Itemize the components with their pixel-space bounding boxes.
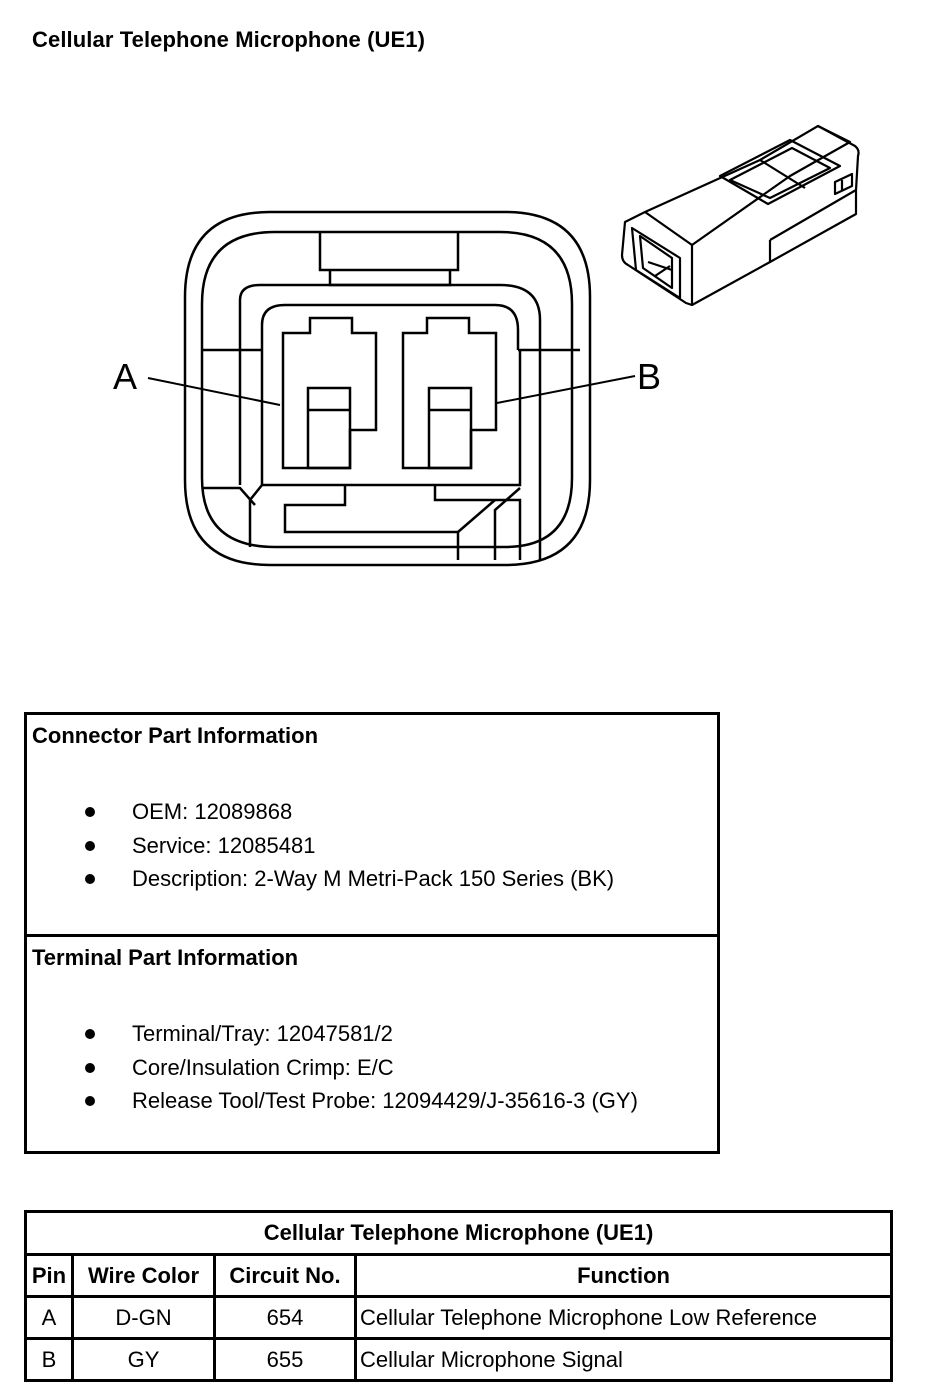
bullet-icon — [85, 840, 95, 851]
connector-isometric-illustration — [620, 124, 860, 307]
wire-color-cell: D-GN — [71, 1295, 216, 1340]
connector-part-list: OEM: 12089868 Service: 12085481 Descript… — [27, 795, 614, 896]
circuit-no-cell: 655 — [213, 1337, 357, 1382]
table-row: B GY 655 Cellular Microphone Signal — [24, 1337, 894, 1382]
table-row: A D-GN 654 Cellular Telephone Microphone… — [24, 1295, 894, 1340]
connector-part-info: Connector Part Information OEM: 12089868… — [27, 715, 717, 934]
list-item: Terminal/Tray: 12047581/2 — [27, 1017, 638, 1051]
pin-b-label: B — [637, 356, 661, 397]
list-item: Release Tool/Test Probe: 12094429/J-3561… — [27, 1084, 638, 1118]
column-header-pin: Pin — [24, 1253, 74, 1298]
function-cell: Cellular Telephone Microphone Low Refere… — [353, 1295, 894, 1340]
circuit-no-cell: 654 — [213, 1295, 357, 1340]
bullet-icon — [85, 807, 95, 817]
terminal-part-info: Terminal Part Information Terminal/Tray:… — [27, 934, 717, 1154]
connector-face-diagram: A B — [113, 210, 661, 567]
terminal-part-info-heading: Terminal Part Information — [32, 945, 299, 970]
part-info-box: Connector Part Information OEM: 12089868… — [24, 712, 720, 1154]
bullet-icon — [85, 1096, 95, 1106]
column-header-wire-color: Wire Color — [71, 1253, 216, 1298]
list-item: OEM: 12089868 — [27, 795, 614, 829]
pin-table: Cellular Telephone Microphone (UE1) Pin … — [23, 1210, 894, 1382]
page-title: Cellular Telephone Microphone (UE1) — [32, 27, 426, 52]
connector-part-info-heading: Connector Part Information — [32, 723, 319, 748]
function-cell: Cellular Microphone Signal — [353, 1337, 894, 1382]
pin-a-label: A — [113, 356, 137, 397]
list-item: Core/Insulation Crimp: E/C — [27, 1051, 638, 1085]
bullet-icon — [85, 874, 95, 884]
pin-cell: B — [24, 1337, 74, 1382]
bullet-icon — [85, 1029, 95, 1039]
pin-cell: A — [24, 1295, 74, 1340]
pin-table-caption: Cellular Telephone Microphone (UE1) — [23, 1210, 894, 1256]
wire-color-cell: GY — [71, 1337, 216, 1382]
bullet-icon — [85, 1062, 95, 1073]
list-item: Service: 12085481 — [27, 829, 614, 863]
column-header-function: Function — [353, 1253, 894, 1298]
list-item: Description: 2-Way M Metri-Pack 150 Seri… — [27, 862, 614, 896]
pin-table-header-row: Pin Wire Color Circuit No. Function — [24, 1253, 894, 1298]
column-header-circuit-no: Circuit No. — [213, 1253, 357, 1298]
terminal-part-list: Terminal/Tray: 12047581/2 Core/Insulatio… — [27, 1017, 638, 1118]
